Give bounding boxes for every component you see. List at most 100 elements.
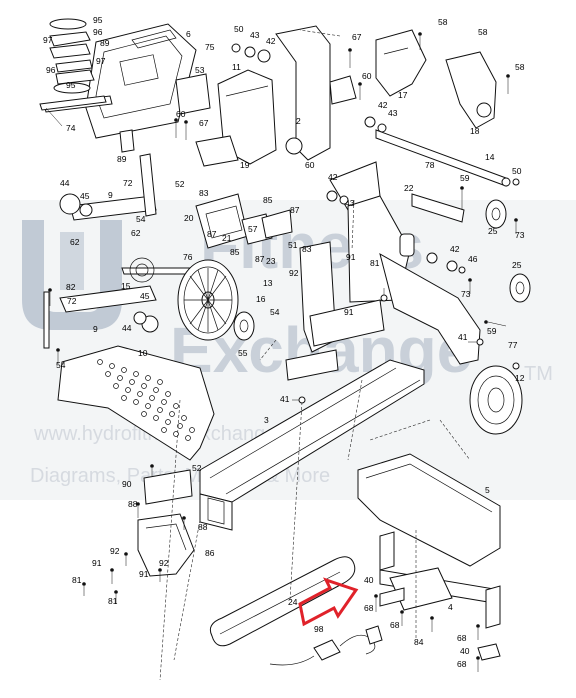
watermark-logo [22,220,122,330]
part-callout-52: 52 [192,463,202,473]
pulley-16 [233,311,255,341]
part-callout-60: 60 [362,71,372,81]
pedal-10 [57,345,215,461]
part-callout-25: 25 [488,226,498,236]
part-callout-83: 83 [302,244,312,254]
part-callout-41: 41 [458,332,468,342]
part-callout-81: 81 [108,596,118,606]
part-callout-72: 72 [67,296,77,306]
part-callout-50: 50 [234,24,244,34]
part-callout-42: 42 [450,244,460,254]
part-callout-92: 92 [159,558,169,568]
part-callout-42: 42 [328,172,338,182]
upright-mast [217,25,357,165]
part-callout-17: 17 [398,90,408,100]
brake-12 [469,362,523,435]
part-callout-3: 3 [264,415,269,425]
part-callout-9: 9 [108,190,113,200]
flywheel-13 [177,259,239,341]
part-callout-40: 40 [460,646,470,656]
part-callout-91: 91 [346,252,356,262]
part-callout-62: 62 [70,237,80,247]
part-callout-46: 46 [468,254,478,264]
part-callout-21: 21 [222,233,232,243]
part-callout-85: 85 [230,247,240,257]
part-callout-9: 9 [93,324,98,334]
part-callout-96: 96 [46,65,56,75]
part-callout-57: 57 [248,224,258,234]
part-callout-67: 67 [352,32,362,42]
bracket-19 [195,135,239,167]
part-callout-45: 45 [80,191,90,201]
part-callout-88: 88 [128,499,138,509]
part-callout-43: 43 [345,198,355,208]
watermark-tm: TM [524,363,553,385]
console-assembly [85,23,197,153]
part-callout-58: 58 [515,62,525,72]
part-callout-72: 72 [123,178,133,188]
highlight-arrow [298,577,359,627]
part-callout-42: 42 [378,100,388,110]
part-callout-44: 44 [60,178,70,188]
part-callout-95: 95 [93,15,103,25]
part-callout-20: 20 [184,213,194,223]
part-callout-90: 90 [122,479,132,489]
part-callout-5: 5 [485,485,490,495]
main-frame [285,161,481,381]
part-callout-18: 18 [470,126,480,136]
part-callout-14: 14 [485,152,495,162]
arm-linkage-17 [375,29,427,97]
part-callout-62: 62 [131,228,141,238]
part-callout-42: 42 [266,36,276,46]
part-callout-82: 82 [66,282,76,292]
part-callout-53: 53 [195,65,205,75]
part-callout-91: 91 [139,569,149,579]
part-callout-13: 13 [263,278,273,288]
part-callout-40: 40 [364,575,374,585]
part-callout-89: 89 [117,154,127,164]
arm-linkage-18 [445,51,497,129]
part-callout-16: 16 [256,294,266,304]
part-callout-55: 55 [238,348,248,358]
part-callout-95: 95 [66,80,76,90]
part-callout-43: 43 [388,108,398,118]
bracket-86 [137,513,195,577]
part-callout-15: 15 [121,281,131,291]
part-callout-59: 59 [487,326,497,336]
part-callout-43: 43 [250,30,260,40]
part-callout-83: 83 [199,188,209,198]
left-arm-9-lower [43,285,159,349]
power-adapter-98 [269,625,383,666]
bearings-mid [326,190,466,274]
part-callout-60: 60 [176,109,186,119]
bracket-53 [175,73,211,115]
part-callout-78: 78 [425,160,435,170]
part-callout-51: 51 [288,240,298,250]
crossbar-14 [375,129,520,187]
part-callout-58: 58 [438,17,448,27]
part-callout-54: 54 [56,360,66,370]
part-callout-87: 87 [255,254,265,264]
part-callout-81: 81 [72,575,82,585]
part-callout-68: 68 [457,659,467,669]
part-callout-24: 24 [288,597,298,607]
part-callout-4: 4 [448,602,453,612]
part-callout-22: 22 [404,183,414,193]
part-callout-6: 6 [186,29,191,39]
part-callout-96: 96 [93,27,103,37]
handle-74 [39,95,107,127]
part-callout-91: 91 [92,558,102,568]
part-callout-54: 54 [270,307,280,317]
part-callout-60: 60 [305,160,315,170]
left-arm-9-upper [59,153,157,221]
part-callout-84: 84 [414,637,424,647]
wheel-25-lower [509,273,531,303]
part-callout-10: 10 [138,348,148,358]
part-callout-41: 41 [280,394,290,404]
bearings-top [231,43,387,133]
part-callout-12: 12 [515,373,525,383]
part-callout-68: 68 [457,633,467,643]
part-callout-50: 50 [512,166,522,176]
part-callouts: 9597968967596979574536067895043421167585… [43,15,525,669]
keypad-cluster-top [49,18,91,59]
